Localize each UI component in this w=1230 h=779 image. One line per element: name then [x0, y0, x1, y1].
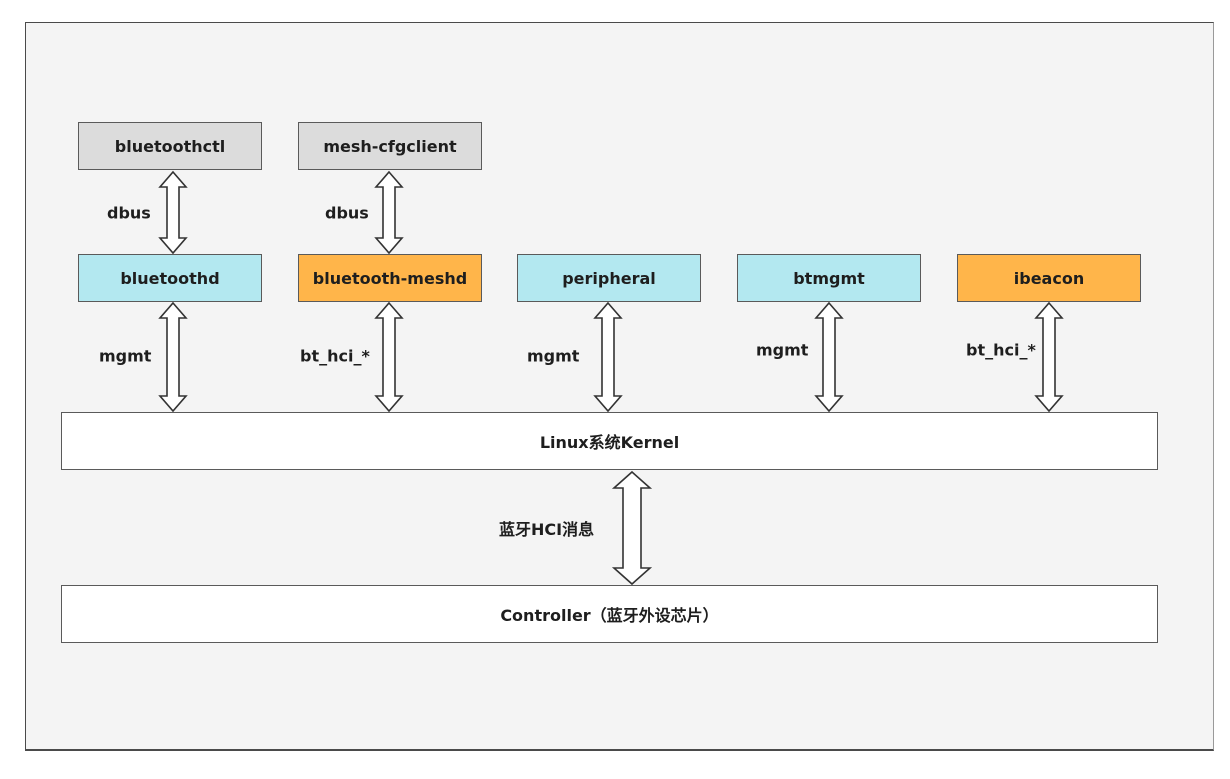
node-kernel: Linux系统Kernel: [61, 412, 1158, 470]
arrow-ibeacon-kernel: [1034, 301, 1064, 413]
node-bluetooth-meshd: bluetooth-meshd: [298, 254, 482, 302]
node-bluetoothctl: bluetoothctl: [78, 122, 262, 170]
edge-label-hci-ibeacon: bt_hci_*: [966, 340, 1036, 360]
edge-label-mgmt-bluetoothd: mgmt: [99, 346, 152, 366]
arrow-cfgclient-meshd: [374, 170, 404, 255]
edge-label-dbus-bluetoothctl: dbus: [107, 203, 151, 223]
arrow-bluetoothd-kernel: [158, 301, 188, 413]
node-ibeacon: ibeacon: [957, 254, 1141, 302]
arrow-meshd-kernel: [374, 301, 404, 413]
node-bluetoothd: bluetoothd: [78, 254, 262, 302]
node-peripheral: peripheral: [517, 254, 701, 302]
node-btmgmt: btmgmt: [737, 254, 921, 302]
edge-label-hci-message: 蓝牙HCI消息: [499, 520, 595, 539]
edge-label-dbus-mesh-cfgclient: dbus: [325, 203, 369, 223]
edge-label-hci-meshd: bt_hci_*: [300, 346, 370, 366]
arrow-peripheral-kernel: [593, 301, 623, 413]
arrow-bluetoothctl-bluetoothd: [158, 170, 188, 255]
node-controller: Controller（蓝牙外设芯片）: [61, 585, 1158, 643]
arrow-kernel-controller: [611, 470, 653, 586]
arrow-btmgmt-kernel: [814, 301, 844, 413]
edge-label-mgmt-btmgmt: mgmt: [756, 340, 809, 360]
edge-label-mgmt-peripheral: mgmt: [527, 346, 580, 366]
node-mesh-cfgclient: mesh-cfgclient: [298, 122, 482, 170]
